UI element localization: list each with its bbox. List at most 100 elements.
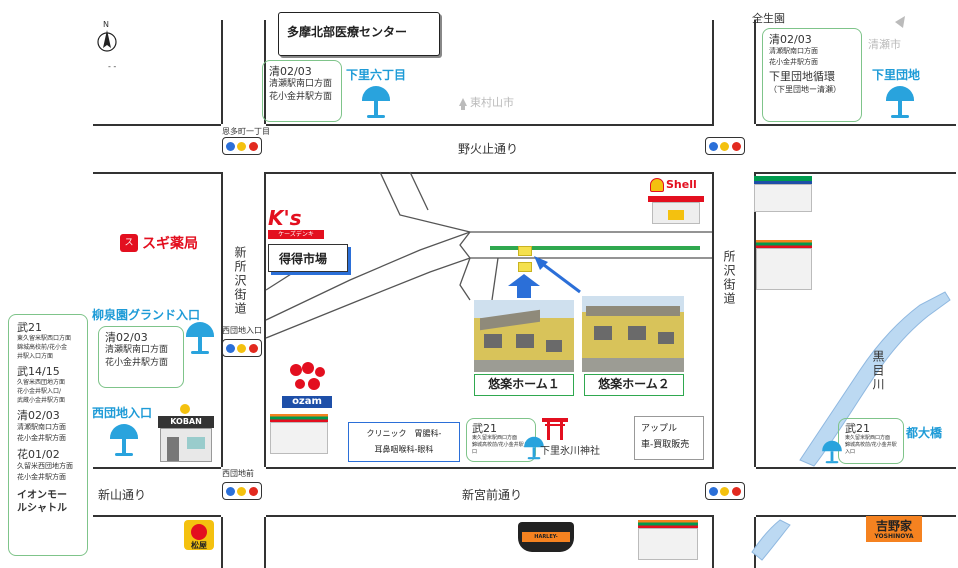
tokutoku-name: 得得市場: [279, 252, 328, 266]
bus-dest: 錦城高校前/花小金井駅入口: [472, 442, 529, 455]
road-tokorozawa: 所沢街道: [722, 250, 736, 306]
seven-eleven-store[interactable]: [756, 240, 812, 290]
arrow-up-icon: [508, 274, 540, 286]
bus-dest: 花小金井駅方面: [17, 473, 66, 481]
apple-box[interactable]: アップル 車-買取販売: [634, 416, 704, 460]
matsuya-icon: [191, 524, 207, 540]
bus-dest: 花小金井駅方面: [769, 58, 818, 66]
north-label: N: [103, 20, 109, 29]
seven-eleven-store[interactable]: [270, 414, 328, 454]
store-building: [270, 422, 328, 454]
home1-label[interactable]: 悠楽ホーム１: [474, 374, 574, 396]
road-edge: [221, 517, 223, 568]
home2-photo[interactable]: [582, 296, 684, 372]
river-kurome: 黒目川: [871, 350, 885, 392]
shell-name: Shell: [666, 178, 697, 191]
bus-route: 清02/03: [17, 409, 60, 422]
ks-name: ケーズデンキ: [268, 230, 324, 239]
yoshinoya-name-en: YOSHINOYA: [874, 533, 914, 540]
matsuya-logo[interactable]: 松屋: [184, 520, 214, 550]
bus-stop-title-tobashi: 都大橋: [906, 426, 943, 440]
traffic-signal: [222, 137, 262, 155]
home2-label[interactable]: 悠楽ホーム２: [584, 374, 684, 396]
bus-stop-title-ryusenen: 柳泉園グランド入口: [92, 308, 201, 322]
bus-dest: 久留米西団地方面: [17, 379, 66, 386]
bus-dest: 錦城高校前/花小金井駅入口: [845, 442, 897, 455]
shell-icon: [650, 178, 664, 192]
bus-dest: 清瀬駅南口方面: [269, 79, 333, 89]
bus-stop-icon: [822, 440, 842, 464]
bus-dest: 井駅入口方面: [17, 353, 54, 360]
road-edge: [221, 172, 223, 467]
bus-stop-box-tobashi[interactable]: 武21 東久留米駅西口方面 錦城高校前/花小金井駅入口: [838, 418, 904, 464]
bus-stop-box-shimosato-danchi[interactable]: 清02/03 清瀬駅南口方面 花小金井駅方面 下里団地循環 （下里団地ー清瀬）: [762, 28, 862, 122]
bus-dest: 花小金井駅入口/: [17, 388, 62, 395]
road-edge: [756, 515, 956, 517]
place-zenseien: 全生園: [752, 12, 785, 25]
road-edge: [712, 20, 714, 124]
koban-building: [160, 428, 212, 462]
bus-dest: 花小金井駅方面: [105, 358, 169, 368]
road-shinmiyamae: 新宮前通り: [462, 488, 523, 502]
road-edge: [754, 172, 756, 467]
harley-logo[interactable]: HARLEY-DAVIDSON: [514, 522, 578, 552]
ks-denki-logo[interactable]: K's ケーズデンキ: [268, 206, 328, 240]
bus-route: 花01/02: [17, 448, 60, 461]
apple-name: アップル: [641, 424, 678, 434]
bus-stop-box-nishidanchi[interactable]: 武21 東久留米駅西口方面 錦城高校前/花小金 井駅入口方面 武14/15 久留…: [8, 314, 88, 556]
sugi-logo[interactable]: ス スギ薬局: [120, 232, 210, 254]
traffic-signal: [222, 339, 262, 357]
arrow-stem: [517, 286, 531, 298]
shell-station[interactable]: Shell: [646, 178, 706, 226]
bus-dest: 花小金井駅方面: [17, 434, 66, 442]
bus-dest: 東久留米駅西口方面: [17, 335, 72, 342]
bus-stop-box-shimosato6[interactable]: 清02/03 清瀬駅南口方面 花小金井駅方面: [262, 60, 342, 122]
koban-illustration[interactable]: KOBAN: [156, 404, 216, 462]
bus-dest: 清瀬駅南口方面: [105, 345, 169, 355]
bus-route: 清02/03: [269, 65, 312, 78]
road-edge: [93, 467, 221, 469]
road-edge: [221, 20, 223, 124]
police-emblem-icon: [180, 404, 190, 414]
traffic-signal: [705, 482, 745, 500]
hospital-name: 多摩北部医療センター: [287, 25, 408, 39]
yoshinoya-logo[interactable]: 吉野家 YOSHINOYA: [866, 516, 922, 542]
intersection-nishidanchi-mae: 西団地前: [222, 469, 254, 478]
seven-eleven-store[interactable]: [638, 520, 698, 560]
hospital-box[interactable]: 多摩北部医療センター: [278, 12, 440, 56]
road-edge: [93, 172, 221, 174]
road-edge: [712, 172, 714, 467]
bus-loop: 下里団地循環: [769, 70, 835, 83]
seven-eleven-stripe: [270, 414, 328, 422]
road-edge: [266, 515, 714, 517]
torii-icon: [542, 416, 568, 440]
bus-route: 武14/15: [17, 365, 60, 378]
family-mart-store[interactable]: [754, 176, 812, 212]
ozam-logo[interactable]: ozam: [282, 360, 332, 410]
bus-stop-box-ryusenen[interactable]: 清02/03 清瀬駅南口方面 花小金井駅方面: [98, 326, 184, 388]
bus-loop-note: （下里団地ー清瀬）: [769, 85, 841, 94]
tokutoku-box[interactable]: 得得市場: [268, 244, 348, 272]
bus-stop-title-shimosato6: 下里六丁目: [346, 68, 407, 82]
road-edge: [264, 517, 266, 568]
road-edge: [266, 124, 714, 126]
bus-route: 武21: [17, 321, 42, 334]
road-edge: [756, 172, 956, 174]
sugi-icon: ス: [120, 234, 138, 252]
road-edge: [93, 515, 221, 517]
bus-stop-icon: [186, 322, 214, 354]
matsuya-name: 松屋: [191, 541, 207, 550]
road-edge: [266, 172, 714, 174]
clinic-box[interactable]: クリニック 胃腸科- 耳鼻咽喉科-眼科: [348, 422, 460, 462]
bus-dest: 久留米西団地方面: [17, 462, 73, 470]
bus-dest: 花小金井駅方面: [269, 92, 333, 102]
clinic-line: クリニック 胃腸科-: [366, 429, 442, 438]
bus-dest: 武蔵小金井駅方面: [17, 397, 66, 404]
sugi-name: スギ薬局: [142, 236, 198, 252]
apple-service: 車-買取販売: [641, 440, 690, 450]
home1-photo[interactable]: [474, 300, 574, 372]
bus-route: 武21: [845, 422, 870, 435]
traffic-signal: [705, 137, 745, 155]
bus-route: 清02/03: [769, 33, 812, 46]
